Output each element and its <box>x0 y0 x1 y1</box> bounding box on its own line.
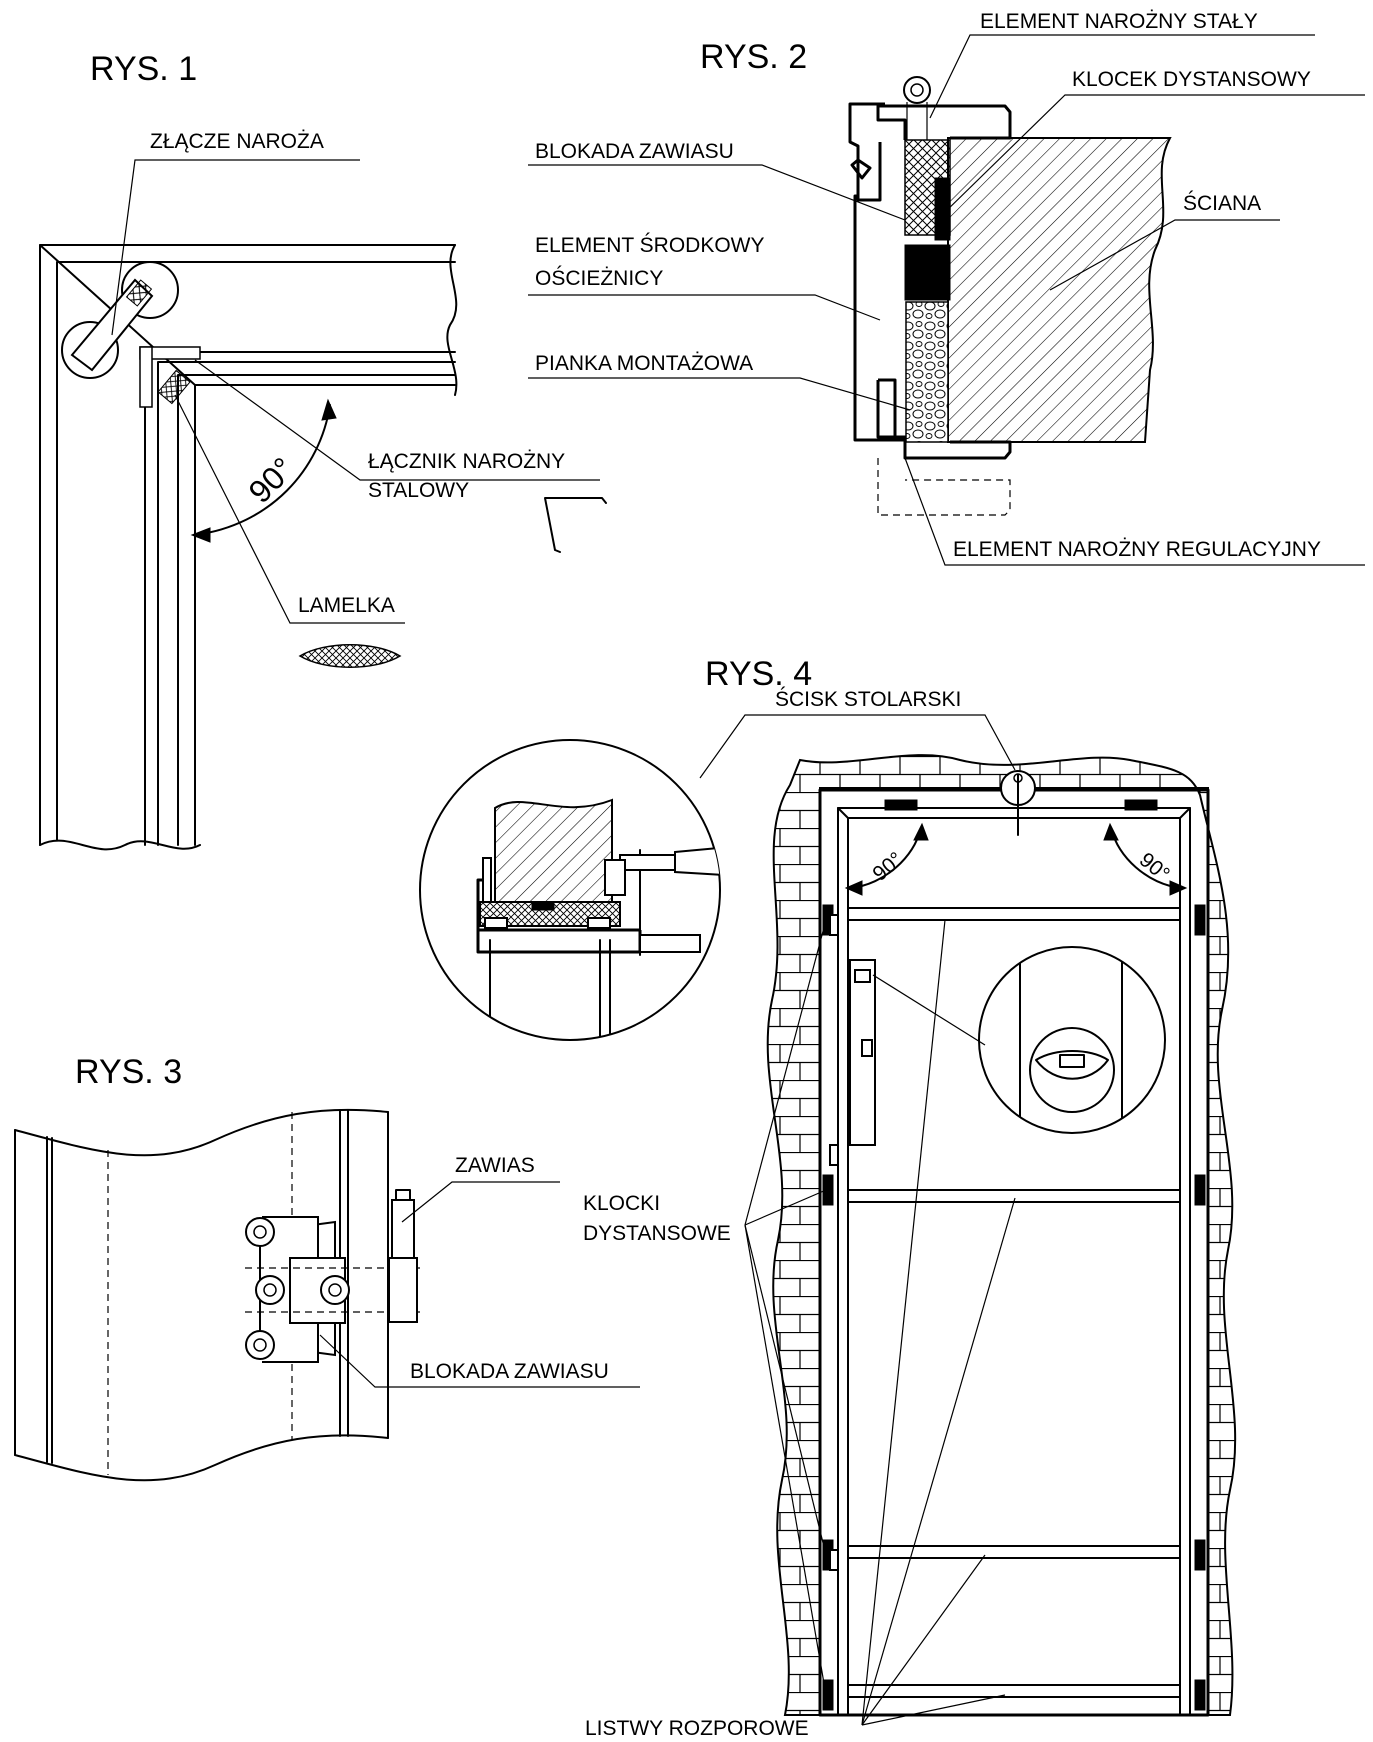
hinge-left-top <box>829 914 839 936</box>
leader-hinge <box>401 1181 560 1223</box>
figure-1-title: RYS. 1 <box>90 50 197 88</box>
leader-wall <box>1049 219 1280 291</box>
label-middle-element-line2: OŚCIEŻNICY <box>535 266 663 290</box>
spreader-bars <box>847 907 1181 1698</box>
leader-corner-joint <box>111 159 360 336</box>
leader-hinge-lock-rys3 <box>319 1334 640 1388</box>
label-hinge-lock-rys3: BLOKADA ZAWIASU <box>410 1360 609 1383</box>
door-frame-inner <box>837 807 1191 1716</box>
angle-label: 90° <box>241 450 301 510</box>
hinge-pin-top <box>903 76 931 104</box>
label-spacer-blocks-line2: DYSTANSOWE <box>583 1222 731 1245</box>
middle-frame-element <box>853 194 907 450</box>
leader-steel-connector <box>194 359 600 481</box>
clamp-detail-circle <box>419 739 721 1041</box>
label-spreader-bars: LISTWY ROZPOROWE <box>585 1717 809 1740</box>
leader-lamella <box>174 394 405 624</box>
door-seal <box>850 158 872 180</box>
steel-connector-slot-side <box>139 346 153 408</box>
corner-joint-lamella <box>70 278 154 372</box>
spacer-block-small <box>934 177 951 241</box>
corner-connector-mark <box>125 279 153 307</box>
frame-corner-drawing <box>39 244 458 851</box>
steel-connector-icon <box>544 497 607 553</box>
label-middle-element-line1: ELEMENT ŚRODKOWY <box>535 233 764 257</box>
leader-spacer-block <box>941 94 1365 216</box>
spacer-block-right-4 <box>1194 1679 1206 1711</box>
label-spacer-blocks-line1: KLOCKI <box>583 1192 660 1215</box>
figure-4-title: RYS. 4 <box>705 655 812 693</box>
spacer-block-left-4 <box>822 1679 834 1711</box>
hinge-left-middle <box>829 1144 839 1166</box>
leaf-bottom-break <box>14 1434 389 1482</box>
label-steel-connector-line2: STALOWY <box>368 479 469 502</box>
label-hinge-lock-rys2: BLOKADA ZAWIASU <box>535 140 734 163</box>
spacer-block-right-1 <box>1194 904 1206 936</box>
angle-label-left: 90° <box>868 848 907 886</box>
spacer-block-right-3 <box>1194 1539 1206 1571</box>
figure-2-title: RYS. 2 <box>700 38 807 76</box>
spacer-block-top-left <box>884 799 918 811</box>
label-foam: PIANKA MONTAŻOWA <box>535 352 753 375</box>
leader-adjustable-corner <box>904 457 1365 566</box>
label-wall: ŚCIANA <box>1183 191 1261 215</box>
spreader-bar-3 <box>847 1545 1181 1559</box>
spacer-block-right-2 <box>1194 1174 1206 1206</box>
screw-hole-middle <box>255 1275 285 1305</box>
wall-section <box>947 137 1172 443</box>
spacer-block-left-2 <box>822 1174 834 1206</box>
lamella-icon <box>298 644 402 668</box>
leader-middle-element <box>528 294 881 321</box>
label-adjustable-corner: ELEMENT NAROŻNY REGULACYJNY <box>953 538 1321 561</box>
leaders-spacer-blocks <box>744 919 827 1696</box>
leaders-spreader-bars <box>861 919 1016 1726</box>
spacer-blocks <box>822 799 1206 1711</box>
clamp-handle <box>674 844 720 878</box>
label-spacer-block: KLOCEK DYSTANSOWY <box>1072 68 1311 91</box>
label-lamella: LAMELKA <box>298 594 395 617</box>
spacer-block-top-right <box>1124 799 1158 811</box>
spacer-block-large <box>904 244 951 301</box>
figure-3-title: RYS. 3 <box>75 1053 182 1091</box>
screw-hole-bottom <box>245 1330 275 1360</box>
clamp-detail-callout <box>419 739 721 1041</box>
figure-1-corner-joint: RYS. 1 <box>39 50 607 851</box>
label-clamp: ŚCISK STOLARSKI <box>775 687 961 711</box>
label-hinge: ZAWIAS <box>455 1154 535 1177</box>
hinge-assembly <box>245 1189 420 1363</box>
figure-2-frame-section: RYS. 2 ELEMENT NAROŻNY STAŁY KLOCEK DYST… <box>528 10 1365 566</box>
screw-hole-top <box>245 1217 275 1247</box>
figure-4-frame-installation: RYS. 4 <box>419 655 1237 1740</box>
spreader-bar-4 <box>847 1684 1181 1698</box>
fixed-corner-lip <box>848 102 885 202</box>
door-frame-outer <box>818 788 1210 1717</box>
spreader-bar-1 <box>847 907 1181 921</box>
label-fixed-corner: ELEMENT NAROŻNY STAŁY <box>980 10 1258 33</box>
leaf-top-break <box>14 1108 389 1157</box>
adjustable-corner-element <box>876 380 1012 460</box>
label-corner-joint: ZŁĄCZE NAROŻA <box>150 130 324 153</box>
level-zoom-circle <box>978 946 1166 1134</box>
fixed-corner-element <box>876 104 1012 140</box>
label-steel-connector-line1: ŁĄCZNIK NAROŻNY <box>368 450 565 473</box>
figure-3-hinge-lock: RYS. 3 ZAWIAS <box>14 1053 640 1482</box>
leader-fixed-corner <box>929 34 1315 119</box>
leader-foam <box>528 377 911 411</box>
leader-hinge-lock <box>528 164 906 221</box>
angle-label-right: 90° <box>1135 848 1174 886</box>
adjustable-corner-extended-position <box>877 458 1011 516</box>
hinge-left-bottom <box>829 1549 839 1571</box>
leader-clamp <box>699 714 1016 779</box>
lamella-slot-mark <box>157 369 191 405</box>
mounting-foam <box>905 301 949 443</box>
leader-level-zoom <box>872 974 986 1046</box>
